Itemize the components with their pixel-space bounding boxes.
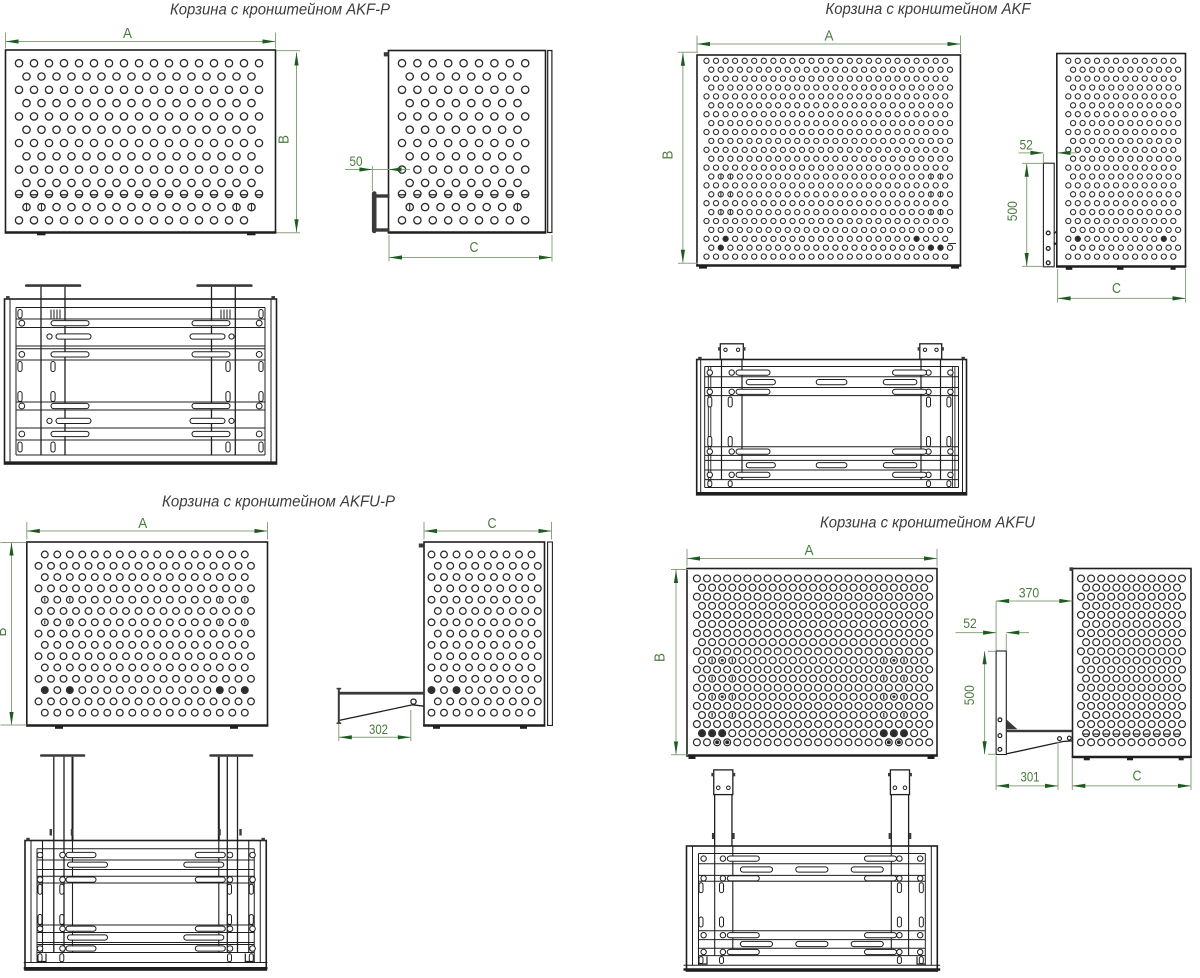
svg-text:B: B xyxy=(659,151,676,160)
svg-text:B: B xyxy=(276,135,293,144)
svg-text:301: 301 xyxy=(1021,769,1040,785)
svg-text:52: 52 xyxy=(1019,137,1033,153)
svg-text:C: C xyxy=(1133,768,1142,785)
svg-text:500: 500 xyxy=(961,685,977,705)
svg-text:B: B xyxy=(652,653,669,662)
svg-text:50: 50 xyxy=(350,153,363,169)
svg-text:370: 370 xyxy=(1019,585,1040,601)
svg-text:A: A xyxy=(825,28,834,45)
svg-text:52: 52 xyxy=(963,615,977,631)
svg-text:C: C xyxy=(1112,280,1121,297)
svg-text:C: C xyxy=(470,239,479,256)
svg-text:302: 302 xyxy=(369,721,388,737)
svg-text:A: A xyxy=(123,25,132,42)
svg-text:Корзина с кронштейном AKF-P: Корзина с кронштейном AKF-P xyxy=(170,2,391,19)
svg-text:A: A xyxy=(805,542,814,559)
svg-text:Корзина с кронштейном AKFU: Корзина с кронштейном AKFU xyxy=(820,515,1036,532)
svg-text:B: B xyxy=(0,628,10,637)
svg-text:500: 500 xyxy=(1004,201,1020,221)
svg-text:A: A xyxy=(138,515,147,532)
svg-text:Корзина с кронштейном AKFU-P: Корзина с кронштейном AKFU-P xyxy=(162,494,396,511)
svg-text:C: C xyxy=(488,515,497,532)
svg-text:Корзина с кронштейном AKF: Корзина с кронштейном AKF xyxy=(826,1,1032,18)
